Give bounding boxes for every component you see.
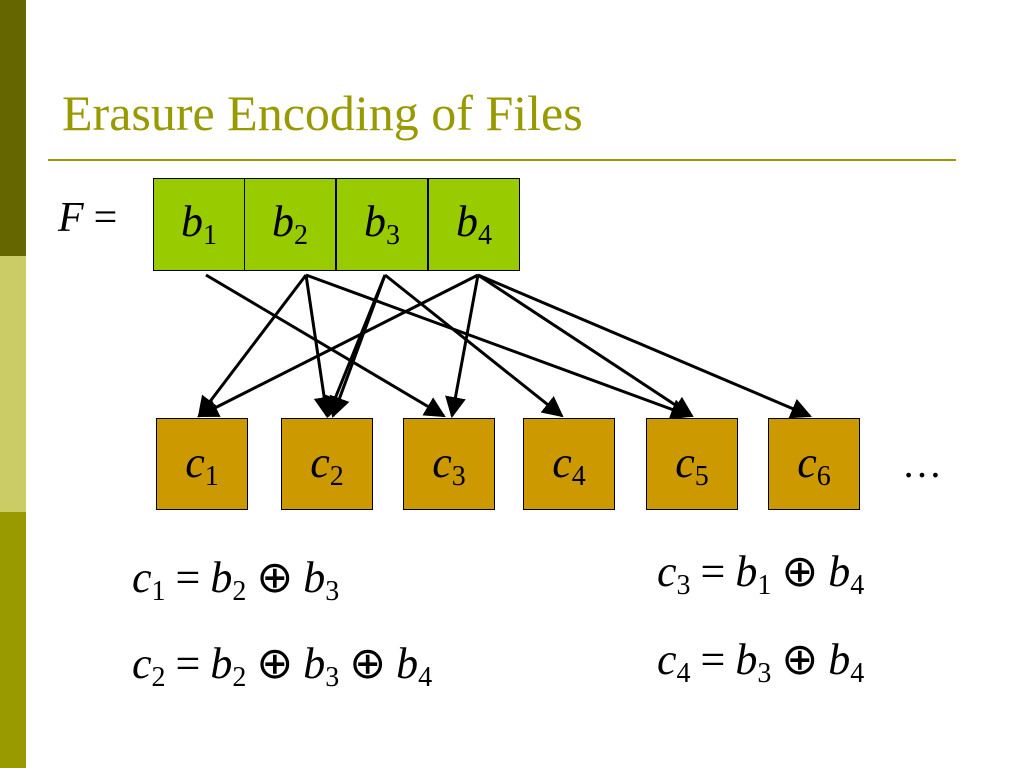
coded-block-sub: 2 <box>329 461 344 492</box>
file-block-letter: b <box>181 197 203 246</box>
edge-b4-c5 <box>477 273 694 418</box>
eq-term-sub: 2 <box>232 662 247 693</box>
edge-b2-c1 <box>197 274 308 418</box>
eq-lhs-sub: 1 <box>151 576 166 607</box>
eq-lhs-sub: 2 <box>151 662 166 693</box>
edge-b2-c2 <box>304 274 335 419</box>
eq-term-sub: 3 <box>325 576 340 607</box>
coded-block-sub: 1 <box>204 461 219 492</box>
edge-b1-c3 <box>205 273 446 418</box>
eq-term-letter: b <box>396 639 419 688</box>
eq-term-sub: 3 <box>325 662 340 693</box>
coded-block-sub: 5 <box>694 461 709 492</box>
sidebar-band-bottom <box>0 512 26 768</box>
eq-term-sub: 1 <box>757 570 772 601</box>
file-block-letter: b <box>272 197 294 246</box>
file-block-sub: 1 <box>203 220 217 251</box>
eq-equals: = <box>700 547 726 596</box>
eq-term-sub: 2 <box>232 576 247 607</box>
file-block-b1: b1 <box>153 178 245 271</box>
file-block-sub: 4 <box>478 220 492 251</box>
edge-b3-c4 <box>384 273 564 418</box>
eq-lhs-letter: c <box>657 547 677 596</box>
eq-term-letter: b <box>735 547 758 596</box>
more-blocks-ellipsis: … <box>902 441 942 486</box>
eq-xor: ⊕ <box>781 635 819 684</box>
coded-block-c5: c5 <box>646 418 738 510</box>
edge-b2-c5 <box>305 273 692 420</box>
equation-c4: c4=b3⊕b4 <box>657 634 864 688</box>
file-block-b4: b4 <box>428 178 520 271</box>
title-divider <box>48 159 956 161</box>
coded-block-sub: 3 <box>451 461 466 492</box>
slide-title: Erasure Encoding of Files <box>62 85 583 141</box>
eq-xor: ⊕ <box>349 639 387 688</box>
eq-xor: ⊕ <box>256 639 294 688</box>
coded-block-letter: c <box>675 438 695 487</box>
eq-term-letter: b <box>303 639 326 688</box>
coded-block-letter: c <box>185 438 205 487</box>
eq-equals: = <box>700 635 726 684</box>
slide-sidebar <box>0 0 26 768</box>
eq-lhs-letter: c <box>132 553 152 602</box>
coded-block-sub: 4 <box>571 461 586 492</box>
eq-term-letter: b <box>828 547 851 596</box>
coded-block-c2: c2 <box>281 418 373 510</box>
eq-xor: ⊕ <box>781 547 819 596</box>
eq-term-letter: b <box>210 553 233 602</box>
file-block-sub: 3 <box>386 220 400 251</box>
eq-term-letter: b <box>735 635 758 684</box>
eq-lhs-sub: 4 <box>676 658 691 689</box>
eq-lhs-letter: c <box>657 635 677 684</box>
equation-c2: c2=b2⊕b3⊕b4 <box>132 638 432 692</box>
coded-block-c4: c4 <box>523 418 615 510</box>
sidebar-band-middle <box>0 256 26 512</box>
coded-block-sub: 6 <box>816 461 831 492</box>
coded-block-c6: c6 <box>768 418 860 510</box>
eq-term-sub: 4 <box>418 662 433 693</box>
edge-b4-c6 <box>477 273 812 419</box>
file-label: F= <box>58 194 117 242</box>
eq-term-letter: b <box>828 635 851 684</box>
coded-block-c3: c3 <box>403 418 495 510</box>
edge-b3-c2b <box>325 274 387 418</box>
eq-term-sub: 4 <box>850 570 865 601</box>
equation-c1: c1=b2⊕b3 <box>132 552 339 606</box>
coded-block-c1: c1 <box>156 418 248 510</box>
eq-lhs-sub: 3 <box>676 570 691 601</box>
file-block-letter: b <box>364 197 386 246</box>
eq-term-sub: 4 <box>850 658 865 689</box>
edge-b4-c1 <box>197 273 479 418</box>
coded-block-letter: c <box>432 438 452 487</box>
eq-equals: = <box>175 639 201 688</box>
edge-b4-c3 <box>445 274 480 419</box>
coded-block-letter: c <box>552 438 572 487</box>
eq-equals: = <box>175 553 201 602</box>
file-block-sub: 2 <box>294 220 308 251</box>
eq-lhs-letter: c <box>132 639 152 688</box>
eq-term-sub: 3 <box>757 658 772 689</box>
file-block-b2: b2 <box>244 178 336 271</box>
eq-term-letter: b <box>210 639 233 688</box>
eq-term-letter: b <box>303 553 326 602</box>
coded-block-letter: c <box>797 438 817 487</box>
file-label-letter: F <box>58 195 84 241</box>
file-block-letter: b <box>456 197 478 246</box>
file-block-b3: b3 <box>336 178 428 271</box>
coded-block-letter: c <box>310 438 330 487</box>
equation-c3: c3=b1⊕b4 <box>657 546 864 600</box>
file-label-equals: = <box>93 195 118 241</box>
eq-xor: ⊕ <box>256 553 294 602</box>
sidebar-band-top <box>0 0 26 256</box>
